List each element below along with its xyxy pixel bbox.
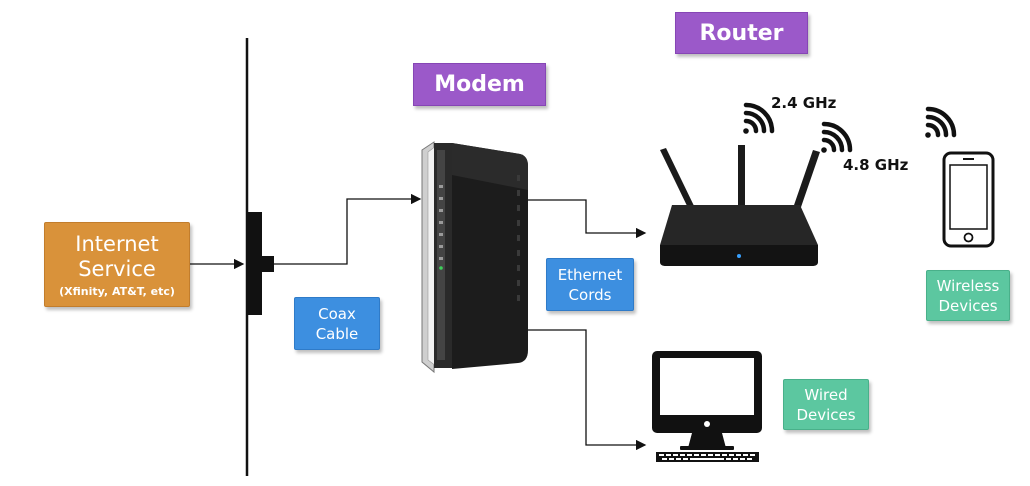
frequency-48-label: 4.8 GHz [843,156,909,174]
router-label: Router [675,12,808,54]
wifi-icon-48 [821,121,853,153]
router-icon [660,145,820,266]
coax-cable-label: Coax Cable [294,297,380,350]
connector-modem-to-computer [527,329,647,451]
wireless-devices-text-1: Wireless [936,276,1000,295]
internet-service-providers: (Xfinity, AT&T, etc) [59,284,175,298]
coax-cable-text-2: Cable [315,324,359,343]
modem-label: Modem [413,63,546,106]
router-label-text: Router [699,20,784,46]
wireless-devices-text-2: Devices [938,296,998,315]
coax-cable-text-1: Coax [318,304,356,323]
wireless-devices-label: Wireless Devices [926,270,1010,321]
smartphone-icon [942,151,995,248]
wall-jack-port [262,256,274,272]
wifi-icon-24 [743,102,775,134]
wired-devices-text-2: Devices [796,405,856,424]
internet-service-box: Internet Service (Xfinity, AT&T, etc) [44,222,190,307]
frequency-24-label: 2.4 GHz [771,94,837,112]
keyboard-icon [656,452,759,462]
wall-jack [248,212,262,315]
desktop-computer-icon [652,351,762,450]
internet-service-title: Internet [75,231,159,256]
ethernet-cords-text-2: Cords [568,285,612,304]
wifi-icon-phone [925,106,957,138]
modem-icon [421,141,528,374]
ethernet-cords-text-1: Ethernet [557,265,623,284]
connector-modem-to-router [527,199,647,239]
internet-service-title-2: Service [78,256,156,281]
ethernet-cords-label: Ethernet Cords [546,258,634,311]
modem-label-text: Modem [434,72,525,97]
connector-coax [274,193,422,265]
wired-devices-text-1: Wired [804,385,848,404]
wired-devices-label: Wired Devices [783,379,869,430]
